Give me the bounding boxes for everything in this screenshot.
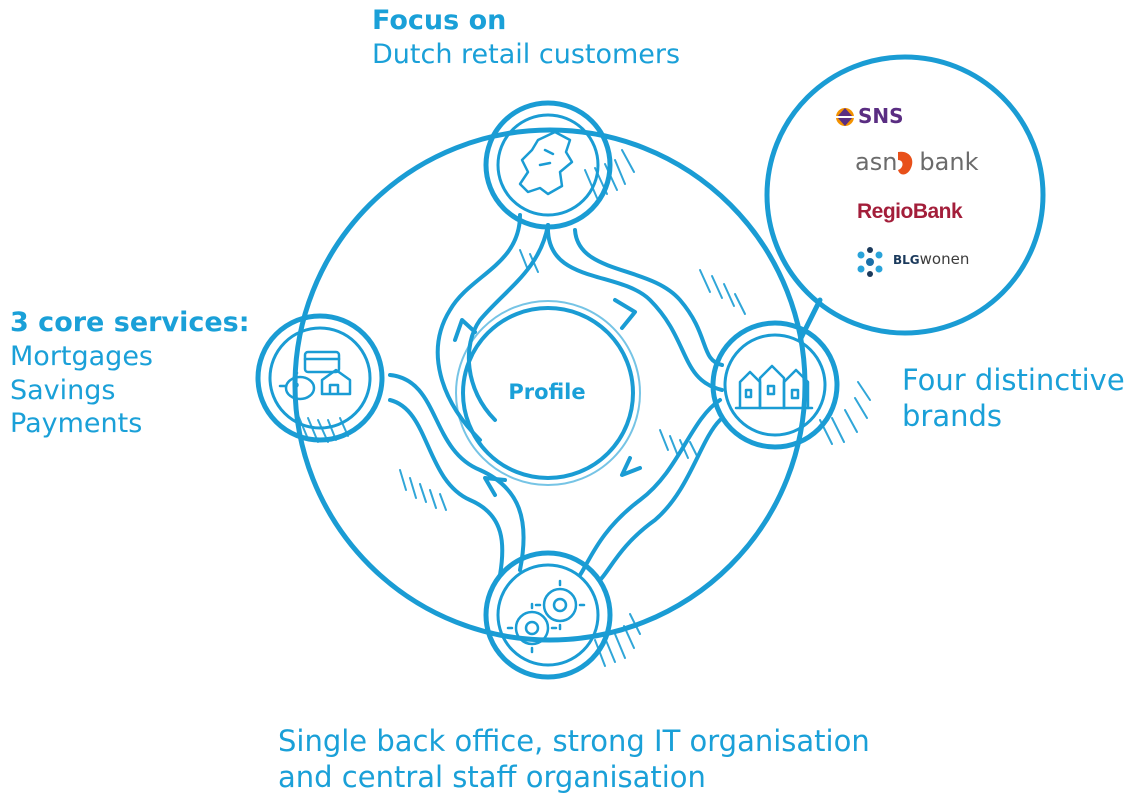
brand-asn-left: asn <box>855 148 898 176</box>
service-item: Savings <box>10 374 116 406</box>
gears-icon <box>506 579 586 654</box>
top-title: Focus on <box>372 5 507 36</box>
brand-asn-right: bank <box>919 148 979 176</box>
brand-blg-rest: wonen <box>919 250 970 268</box>
brand-regiobank: RegioBank <box>857 200 963 223</box>
piggy-bank-card-house-icon <box>278 350 352 401</box>
brand-blg-wonen: BLGwonen <box>893 250 969 268</box>
arrow-icons <box>453 298 642 497</box>
node-left <box>255 313 385 443</box>
road-top-right <box>545 223 724 392</box>
service-item: Mortgages <box>10 340 154 372</box>
bottom-line-2: and central staff organisation <box>278 760 706 795</box>
brand-sns: SNS <box>858 104 904 128</box>
road-left-bottom <box>388 373 526 577</box>
blg-logo-icon <box>857 247 883 277</box>
right-label: Four distinctive brands <box>902 362 1125 435</box>
sns-logo-icon <box>836 108 854 126</box>
center-label: Profile <box>508 380 586 404</box>
left-title: 3 core services: <box>10 307 250 338</box>
left-label: 3 core services: Mortgages Savings Payme… <box>10 306 250 441</box>
service-item: Payments <box>10 408 143 440</box>
asn-squirrel-icon <box>898 151 913 175</box>
houses-icon <box>734 364 814 410</box>
node-bottom <box>483 550 613 680</box>
center-circle <box>461 306 635 480</box>
node-right <box>710 320 840 450</box>
road-top-left <box>435 213 550 442</box>
node-top <box>483 100 613 230</box>
brands-bubble <box>764 54 1046 336</box>
brands-bubble-tail <box>797 297 823 343</box>
top-label: Focus on Dutch retail customers <box>372 4 680 72</box>
top-subtitle: Dutch retail customers <box>372 38 681 70</box>
brand-blg-bold: BLG <box>893 253 920 267</box>
netherlands-map-icon <box>518 130 574 196</box>
bottom-line-1: Single back office, strong IT organisati… <box>278 724 870 758</box>
bottom-label: Single back office, strong IT organisati… <box>278 723 870 796</box>
right-line-2: brands <box>902 399 1002 434</box>
road-right-bottom <box>578 398 722 582</box>
right-line-1: Four distinctive <box>902 363 1125 397</box>
brand-sns-text: SNS <box>858 104 904 128</box>
